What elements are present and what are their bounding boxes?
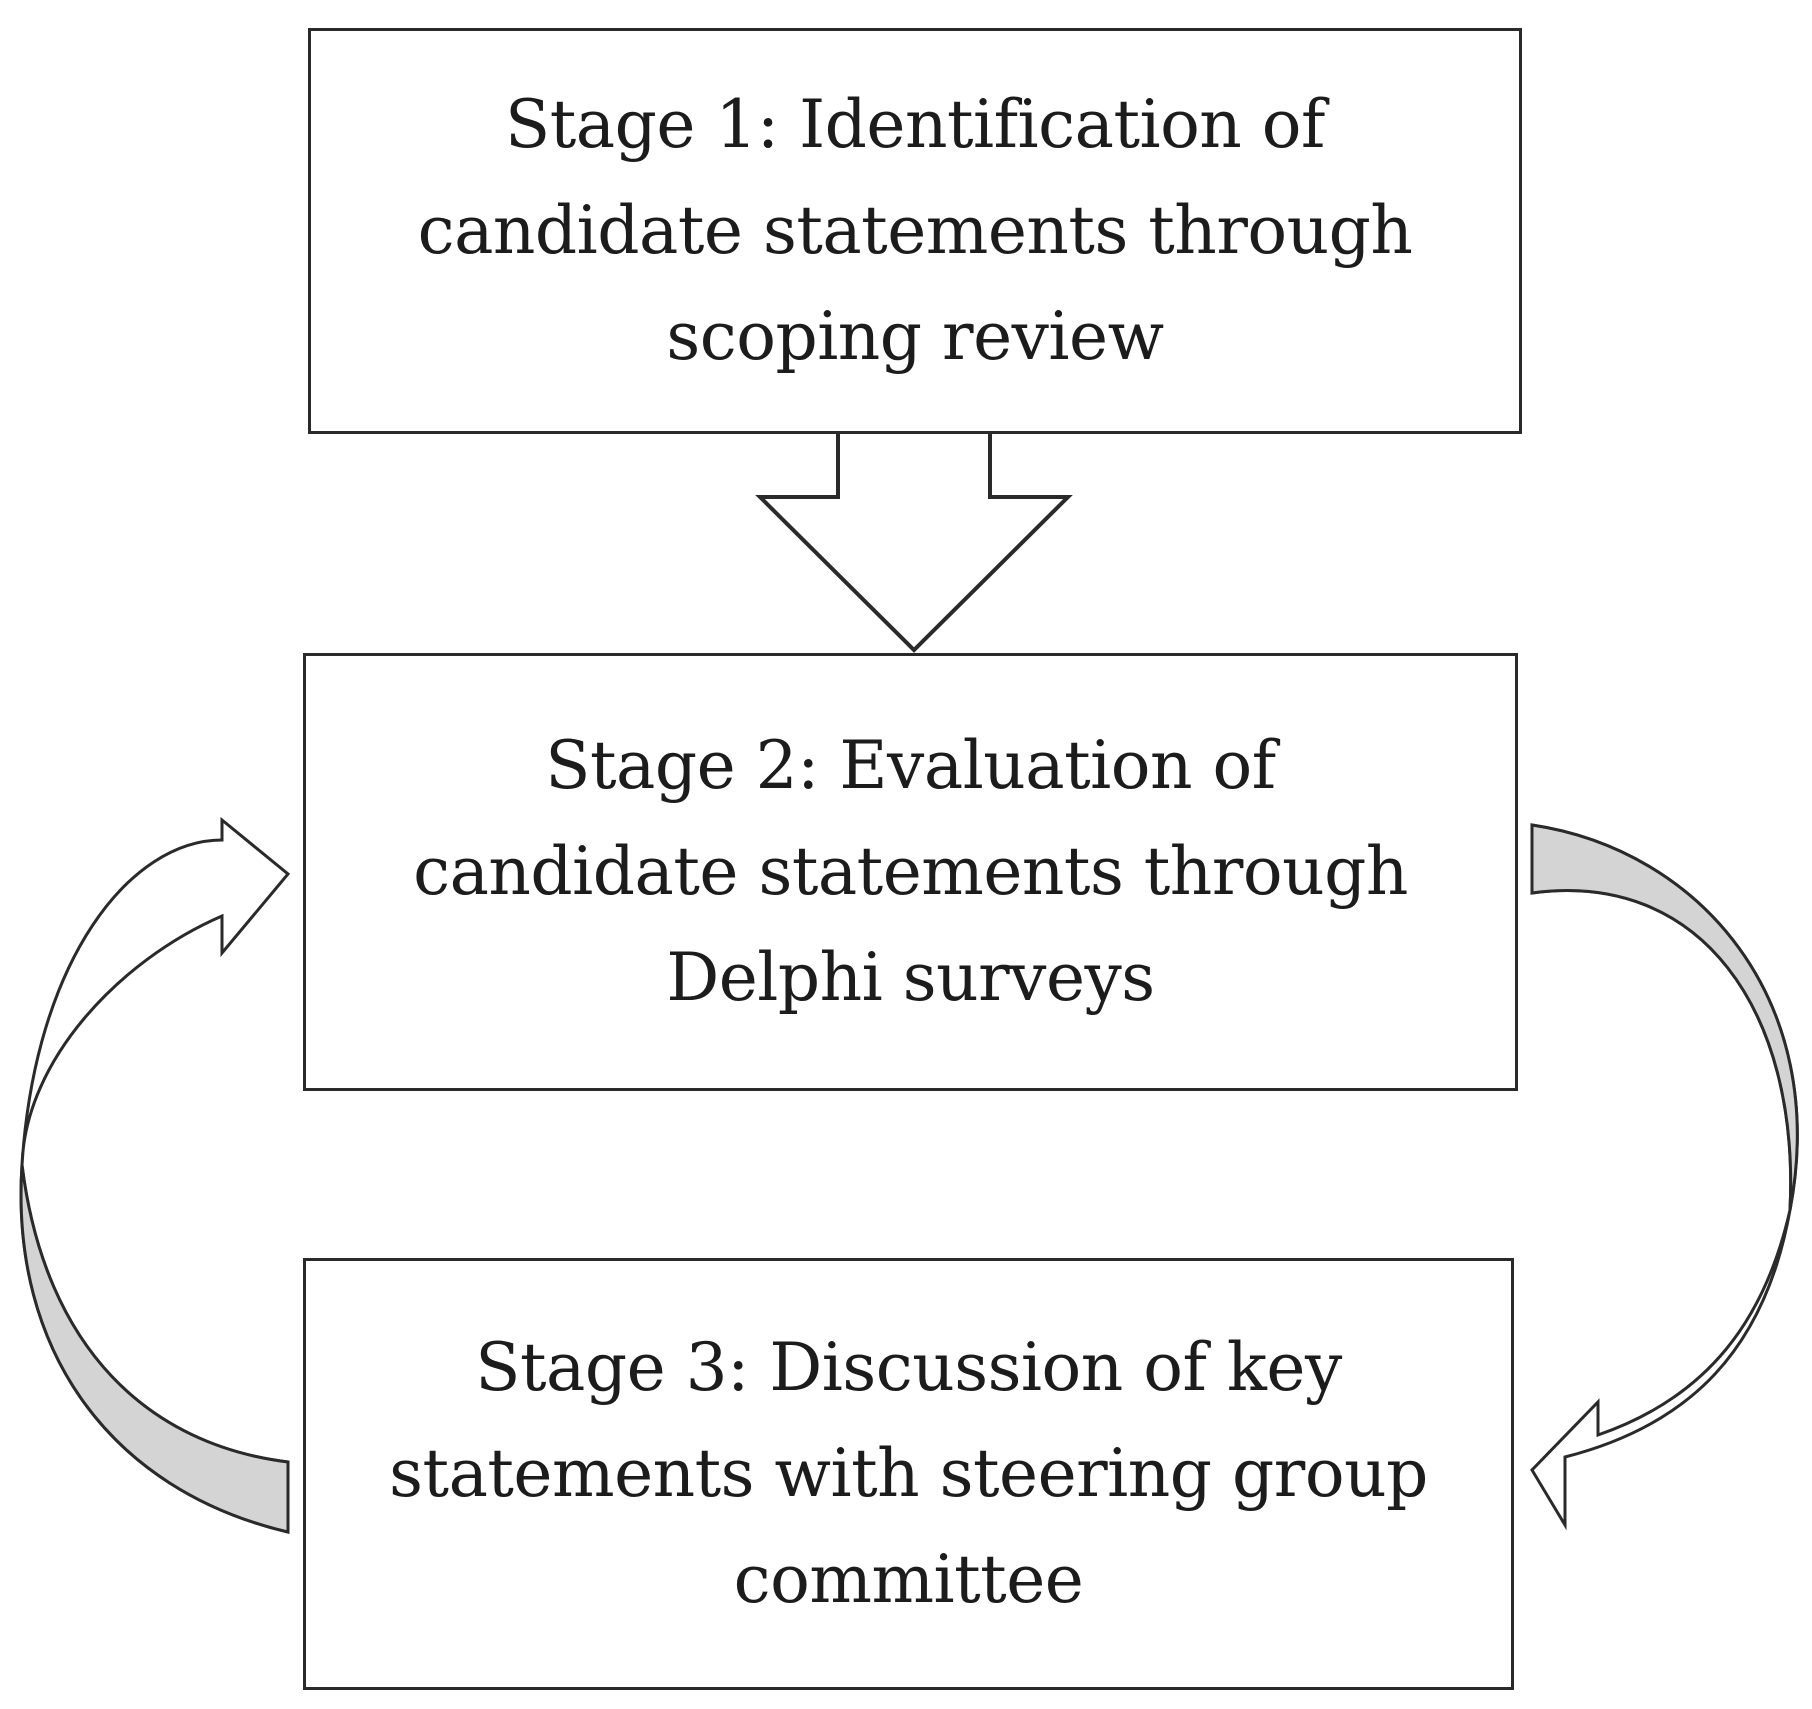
- stage-1-label: Stage 1: Identification of candidate sta…: [417, 86, 1413, 375]
- down-arrow-icon: [755, 434, 1073, 653]
- loop-arrow-left-shade: [19, 1164, 290, 1534]
- stage-2-label: Stage 2: Evaluation of candidate stateme…: [413, 727, 1408, 1016]
- stage-3-box: Stage 3: Discussion of key statements wi…: [303, 1258, 1514, 1690]
- stage-3-label: Stage 3: Discussion of key statements wi…: [389, 1329, 1428, 1618]
- loop-arrow-right-shade: [1530, 823, 1799, 1211]
- loop-arrow-right-icon: [1530, 823, 1799, 1531]
- stage-2-box: Stage 2: Evaluation of candidate stateme…: [303, 653, 1518, 1091]
- stage-1-box: Stage 1: Identification of candidate sta…: [308, 28, 1522, 434]
